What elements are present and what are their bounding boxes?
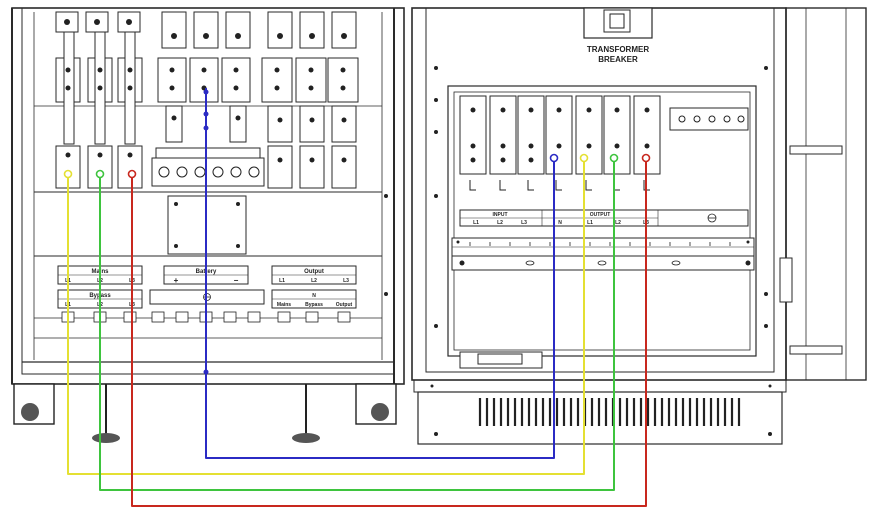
neutral-cable <box>205 88 555 459</box>
input-terminal-lugs <box>55 145 143 189</box>
terminal-group-output <box>261 11 359 143</box>
phase-cable-red <box>131 158 647 507</box>
output-n-right: N <box>558 220 562 226</box>
n-output: Output <box>336 302 353 308</box>
transformer-breaker: TRANSFORMER BREAKER <box>583 7 653 64</box>
output-l1-right: L1 <box>587 220 593 226</box>
output-l3: L3 <box>343 278 349 284</box>
output-label-right: OUTPUT <box>590 212 611 218</box>
terminal-group-battery <box>157 11 251 143</box>
cable-lugs <box>63 153 651 179</box>
neutral-cable-dots <box>203 89 209 375</box>
din-rails <box>451 237 755 271</box>
output-l2-right: L2 <box>615 220 621 226</box>
output-l1: L1 <box>279 278 285 284</box>
n-mains: Mains <box>277 302 291 308</box>
battery-plus: + <box>174 276 179 285</box>
phase-cable-yellow <box>67 158 585 475</box>
neutral-busbar <box>151 147 265 187</box>
transformer-base <box>413 351 787 445</box>
transformer-busbar-terminals <box>459 95 749 191</box>
phase-cable-green <box>99 158 615 491</box>
battery-minus: − <box>234 276 239 285</box>
upper-busbar-terminals <box>55 11 359 145</box>
transformer-breaker-label-2: BREAKER <box>598 55 638 64</box>
cables <box>67 88 647 507</box>
n-label: N <box>312 293 316 299</box>
transformer-label-strip: INPUT L1 L2 L3 OUTPUT N L1 L2 L3 <box>459 209 749 227</box>
input-l3: L3 <box>521 220 527 226</box>
output-l2: L2 <box>311 278 317 284</box>
input-l1: L1 <box>473 220 479 226</box>
transformer-breaker-label-1: TRANSFORMER <box>587 45 649 54</box>
n-bypass: Bypass <box>305 302 323 308</box>
output-label: Output <box>304 269 324 275</box>
input-l2: L2 <box>497 220 503 226</box>
terminal-group-input <box>55 11 143 145</box>
output-terminal-lugs <box>267 145 357 189</box>
input-label: INPUT <box>493 212 508 218</box>
